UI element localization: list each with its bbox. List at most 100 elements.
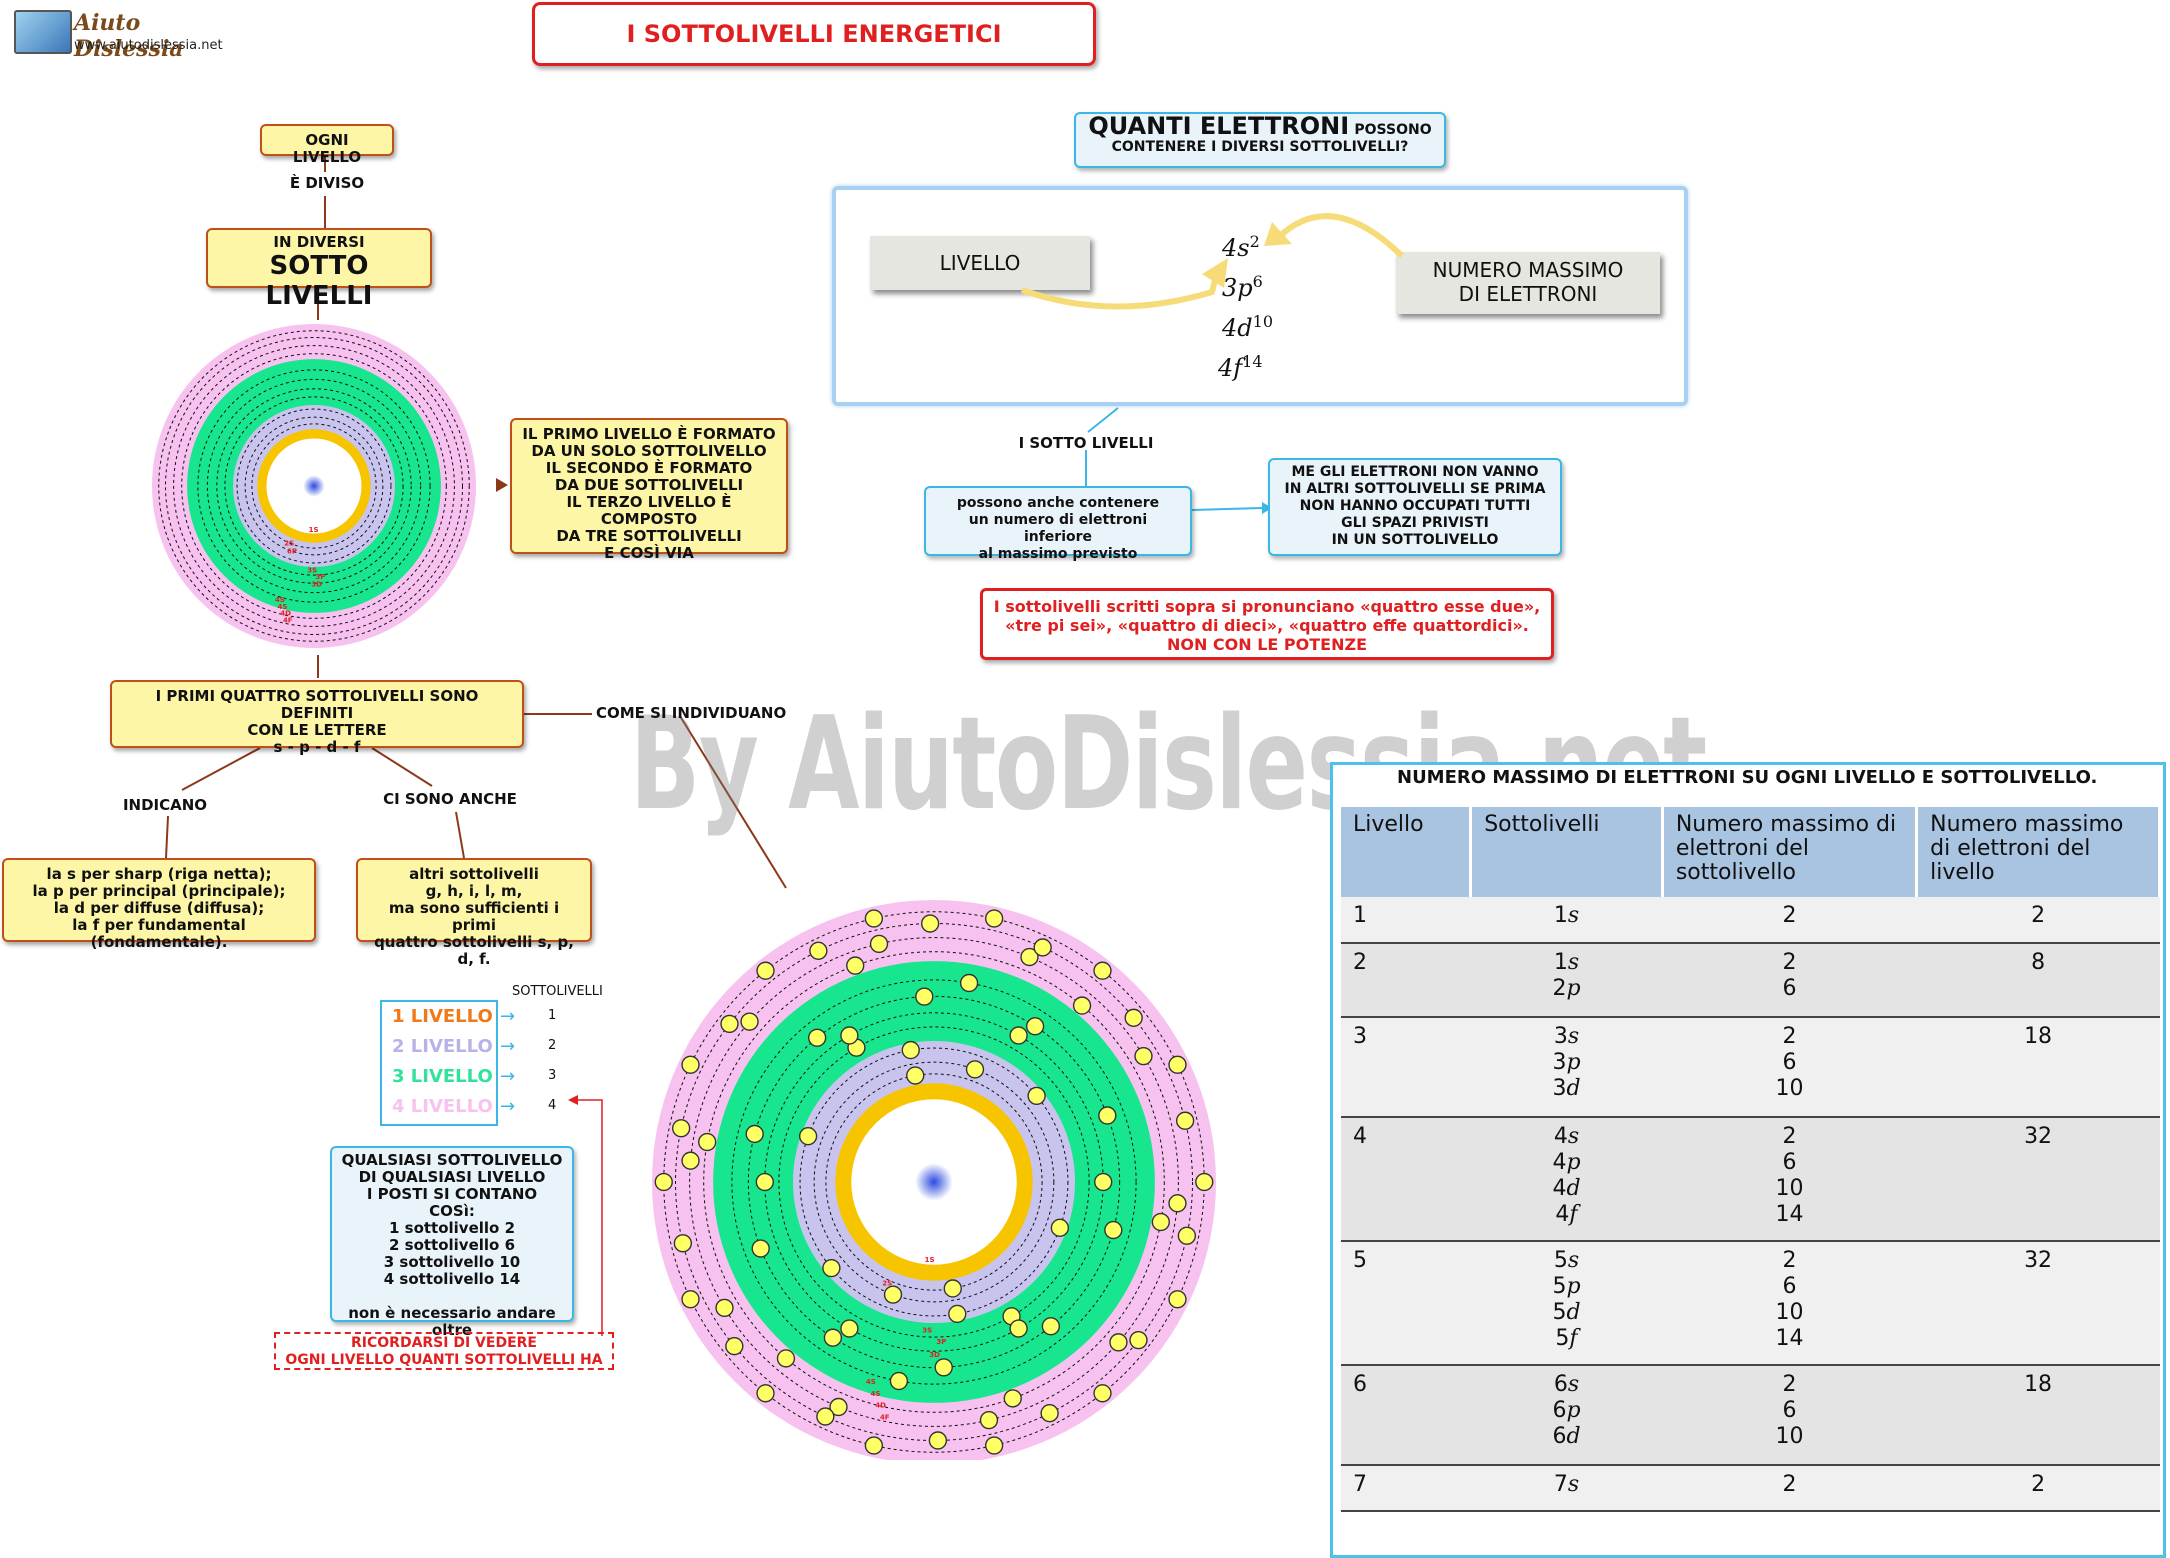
- cell-sottolivelli-value: 3s: [1553, 1024, 1580, 1049]
- electron-dot: [1020, 947, 1039, 967]
- possono-line: un numero di elettroni inferiore: [968, 512, 1148, 545]
- electron-dot: [965, 1060, 985, 1079]
- counting-line: I POSTI SI CONTANO: [366, 1185, 538, 1203]
- cell-max-sottolivello-value: 2: [1782, 950, 1797, 975]
- electron-dot: [959, 973, 979, 993]
- cell-max-livello: 2: [1916, 897, 2160, 944]
- orbit-ring: [689, 937, 1179, 1427]
- cell-max-livello: 18: [1916, 1017, 2160, 1118]
- notation-panel: [832, 186, 1688, 406]
- ogni-livello-box: OGNI LIVELLO: [260, 124, 394, 166]
- cell-livello-value: 5: [1353, 1248, 1367, 1273]
- electron-dot: [840, 1026, 859, 1045]
- legend-sublevel-count: 1: [548, 1008, 557, 1023]
- cell-livello: 6: [1341, 1365, 1471, 1466]
- indicano-text: la s per sharp (riga netta);la p per pri…: [12, 866, 306, 951]
- electron-dot: [1098, 1106, 1117, 1125]
- notation-example: 4s2: [1222, 232, 1260, 262]
- orbit-ring: [731, 979, 1137, 1385]
- electrons-table-panel: NUMERO MASSIMO DI ELETTRONI SU OGNI LIVE…: [1330, 762, 2166, 1558]
- cell-max-sottolivello-value: 10: [1775, 1176, 1804, 1201]
- sublevel-label: 4S: [866, 1378, 876, 1386]
- electron-dot: [1151, 1212, 1170, 1232]
- electron-dot: [681, 1151, 700, 1170]
- book-icon: [14, 10, 72, 54]
- orbit-ring: [197, 369, 431, 603]
- cell-max-sottolivello-value: 2: [1782, 1472, 1797, 1497]
- primo-livello-line: IL SECONDO È FORMATO: [545, 459, 753, 477]
- sublevel-label: 2S: [882, 1279, 892, 1287]
- notation-example: 4f14: [1218, 352, 1263, 382]
- notation-base: 4f: [1218, 354, 1243, 382]
- altri-sottolivelli-line: quattro sottolivelli s, p, d, f.: [374, 933, 574, 968]
- electron-dot: [776, 1349, 796, 1368]
- legend-level-label: 2 LIVELLO: [392, 1036, 493, 1057]
- cell-max-sottolivello-value: 6: [1782, 1398, 1797, 1423]
- primo-livello-line: DA UN SOLO SOTTOLIVELLO: [531, 442, 767, 460]
- cell-sottolivelli-value: 1s: [1553, 950, 1580, 975]
- pronuncia-text: I sottolivelli scritti sopra si pronunci…: [983, 597, 1551, 654]
- electron-dot: [928, 1431, 948, 1450]
- cell-sottolivelli-value: 7s: [1553, 1472, 1580, 1497]
- primi-quattro-line: s - p - d - f: [273, 738, 361, 756]
- electron-dot: [984, 1436, 1004, 1455]
- table-header-cell: Sottolivelli: [1470, 807, 1664, 897]
- table-header-cell: Numero massimo di elettroni del sottoliv…: [1662, 807, 1919, 897]
- electron-dot: [1072, 996, 1092, 1015]
- counting-line: QUALSIASI SOTTOLIVELLO: [341, 1151, 563, 1169]
- electron-dot: [1040, 1404, 1059, 1423]
- cell-max-sottolivello: 2: [1662, 897, 1917, 944]
- sublevel-label: 4S: [275, 596, 285, 604]
- site-logo[interactable]: Aiuto Dislessia www.aiutodislessia.net: [10, 6, 230, 62]
- electron-dot: [681, 1290, 700, 1309]
- cell-sottolivelli-value: 4d: [1552, 1176, 1581, 1201]
- pronuncia-line: NON CON LE POTENZE: [1166, 635, 1368, 654]
- electron-dot: [681, 1055, 700, 1074]
- cell-sottolivelli-value: 3d: [1552, 1076, 1581, 1101]
- legend-header: SOTTOLIVELLI: [512, 984, 603, 999]
- cell-livello: 1: [1341, 897, 1471, 944]
- page-title: I SOTTOLIVELLI ENERGETICI: [532, 2, 1096, 66]
- primo-livello-line: DA TRE SOTTOLIVELLI: [556, 527, 742, 545]
- electron-dot: [1009, 1026, 1028, 1045]
- sublevel-label: 3S: [922, 1326, 932, 1334]
- counting-line: 4 sottolivello 14: [383, 1270, 521, 1288]
- electron-dot: [1027, 1086, 1046, 1106]
- notation-example: 4d10: [1222, 312, 1273, 342]
- sublevel-label: 4S: [278, 603, 288, 611]
- electron-dot: [756, 1384, 775, 1403]
- pronuncia-box: I sottolivelli scritti sopra si pronunci…: [980, 588, 1554, 660]
- cell-max-sottolivello: 2: [1662, 1465, 1917, 1512]
- nucleus-icon: [915, 1163, 953, 1201]
- electron-dot: [1033, 938, 1052, 957]
- cell-sottolivelli: 1s: [1470, 897, 1663, 944]
- orbit-ring: [224, 396, 404, 576]
- electron-dot: [816, 1407, 835, 1426]
- cell-max-sottolivello-value: 2: [1782, 1372, 1797, 1397]
- electron-dot: [1094, 1172, 1113, 1192]
- electron-dot: [979, 1410, 999, 1430]
- cell-livello-value: 3: [1353, 1024, 1367, 1049]
- cell-max-livello-value: 2: [2031, 1472, 2046, 1497]
- legend-arrow-icon: →: [500, 1066, 516, 1087]
- cell-livello: 3: [1341, 1017, 1471, 1118]
- sublevel-label: 4F: [283, 616, 293, 624]
- me-line: IN ALTRI SOTTOLIVELLI SE PRIMA: [1284, 481, 1546, 497]
- cell-livello-value: 6: [1353, 1372, 1367, 1397]
- electron-dot: [756, 961, 775, 980]
- orbit-ring: [813, 1061, 1055, 1303]
